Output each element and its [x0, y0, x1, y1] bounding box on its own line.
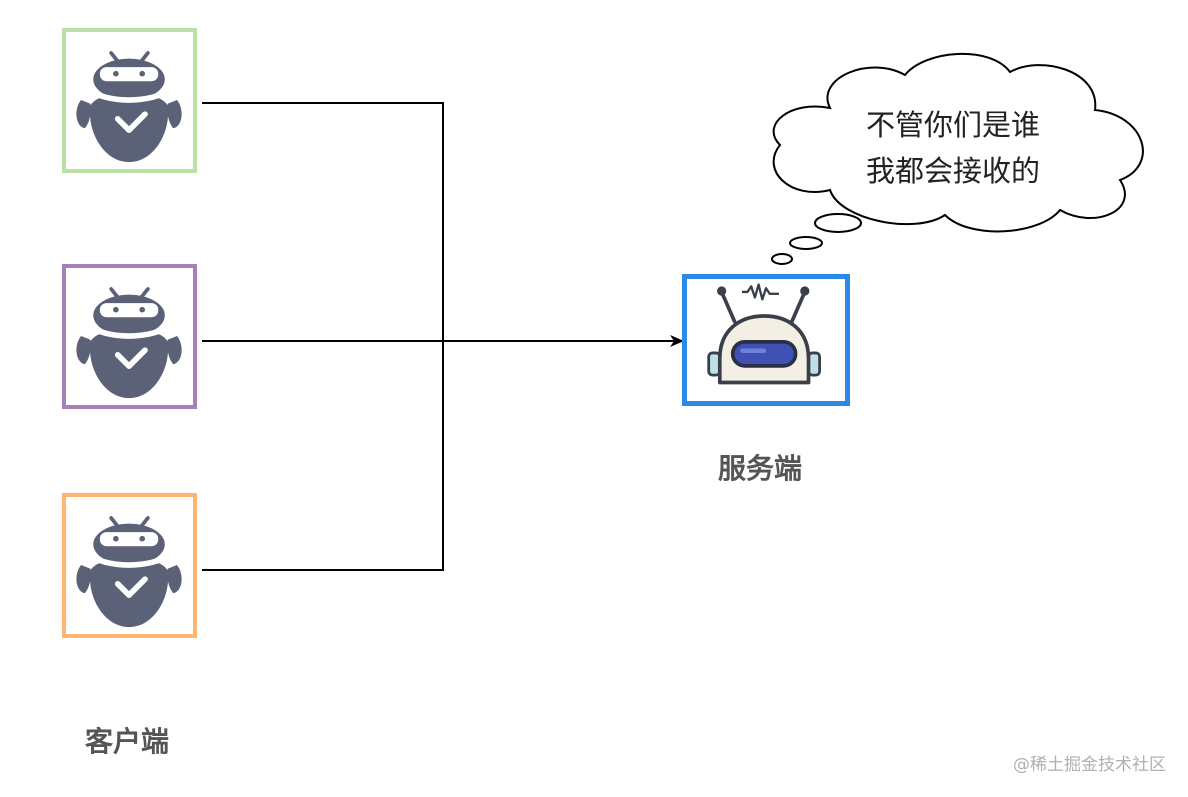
client-box-orange — [62, 493, 197, 638]
client-box-purple — [62, 264, 197, 409]
server-robot-icon — [707, 283, 821, 385]
thought-dot-large — [814, 213, 862, 233]
connector-client-1 — [202, 102, 444, 341]
thought-bubble-line-1: 不管你们是谁 — [866, 108, 1041, 142]
server-label: 服务端 — [718, 452, 803, 485]
client-robot-icon — [76, 516, 182, 628]
thought-dot-medium — [789, 236, 823, 250]
client-robot-icon — [76, 51, 182, 163]
thought-dot-small — [771, 253, 793, 265]
server-box — [682, 274, 850, 406]
thought-cloud — [772, 53, 1144, 233]
thought-bubble-line-2: 我都会接收的 — [866, 154, 1041, 188]
client-robot-icon — [76, 287, 182, 399]
clients-label: 客户端 — [85, 725, 170, 758]
client-box-green — [62, 28, 197, 173]
connector-client-3 — [202, 341, 444, 571]
watermark: @稀土掘金技术社区 — [1013, 755, 1166, 775]
